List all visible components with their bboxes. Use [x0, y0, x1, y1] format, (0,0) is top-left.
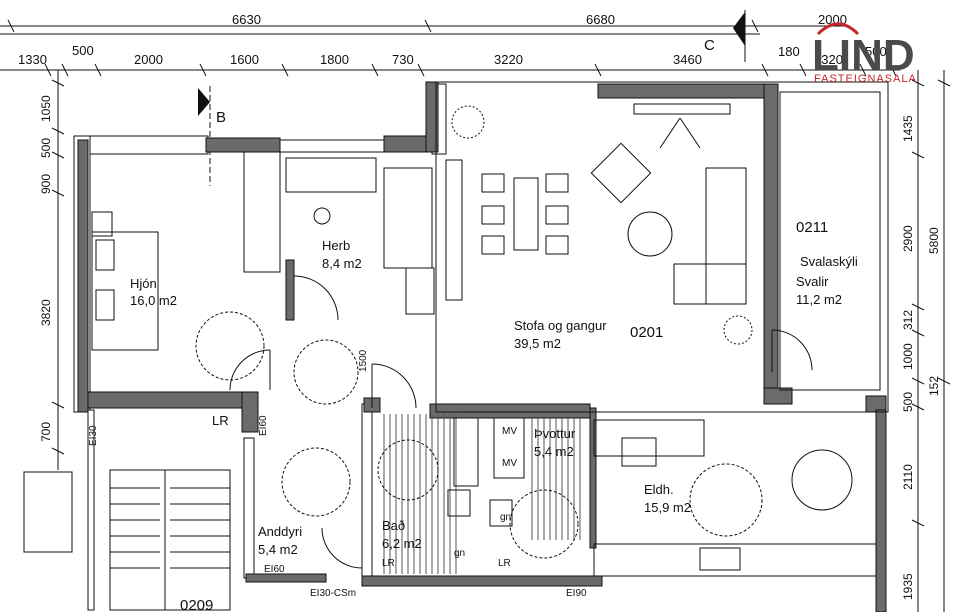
- label-mv-2: MV: [502, 458, 517, 469]
- dim-6630: 6630: [232, 12, 261, 27]
- section-label-c: C: [704, 37, 715, 54]
- round-table: [791, 449, 853, 511]
- dimension-lines-left: [51, 70, 65, 470]
- single-bed: [383, 167, 433, 269]
- dim-3220: 3220: [494, 52, 523, 67]
- room-eldh-area: 15,9 m2: [644, 500, 691, 515]
- room-herb-name: Herb: [322, 238, 350, 253]
- balcony-frame: [435, 81, 889, 413]
- dim-1935: 1935: [901, 573, 915, 600]
- room-anddyri-name: Anddyri: [258, 524, 302, 539]
- room-stofa-number: 0201: [630, 324, 663, 341]
- dim-2900: 2900: [901, 225, 915, 252]
- room-neighbor-number: 0209: [180, 597, 213, 612]
- label-ei30-csm: EI30-CSm: [310, 588, 356, 599]
- dim-1800: 1800: [320, 52, 349, 67]
- dim-180: 180: [778, 44, 800, 59]
- room-bad-area: 6,2 m2: [382, 536, 422, 551]
- room-eldh-name: Eldh.: [644, 482, 674, 497]
- dim-312: 312: [901, 310, 915, 330]
- room-stofa-name: Stofa og gangur: [514, 318, 607, 333]
- label-gn-2: gn: [500, 512, 511, 523]
- sofa: [705, 167, 747, 305]
- label-lr-2: LR: [382, 558, 395, 569]
- dining-table: [513, 177, 539, 251]
- room-svalir-name: Svalaskýli: [800, 254, 858, 269]
- dim-500-left: 500: [39, 138, 53, 158]
- lind-logo: LIND FASTEIGNASALA: [812, 22, 917, 85]
- double-bed: [91, 231, 159, 351]
- label-gn-1: gn: [454, 548, 465, 559]
- dim-1600: 1600: [230, 52, 259, 67]
- dim-152: 152: [927, 376, 941, 396]
- dimension-ticks-top: [7, 19, 897, 77]
- label-lr-1: LR: [212, 413, 229, 428]
- room-anddyri-area: 5,4 m2: [258, 542, 298, 557]
- kitchen-island: [593, 419, 705, 457]
- dim-500b: 500: [865, 44, 887, 59]
- room-thvottur-name: Þvottur: [534, 426, 576, 441]
- dim-2000b: 2000: [134, 52, 163, 67]
- dim-5800: 5800: [927, 227, 941, 254]
- label-lr-3: LR: [498, 558, 511, 569]
- section-label-b: B: [216, 109, 226, 126]
- label-mv-1: MV: [502, 426, 517, 437]
- logo-tagline: FASTEIGNASALA: [814, 73, 917, 85]
- dim-500-right: 500: [901, 392, 915, 412]
- dim-1000: 1000: [901, 343, 915, 370]
- dimension-lines-right: [911, 70, 951, 612]
- dim-1320: 1320: [814, 52, 843, 67]
- label-1500: 1500: [358, 349, 369, 372]
- coffee-table: [627, 211, 673, 257]
- room-bad-name: Bað: [382, 518, 405, 533]
- room-hjon-name: Hjón: [130, 276, 157, 291]
- label-ei60-a: EI60: [258, 415, 269, 436]
- dim-6680: 6680: [586, 12, 615, 27]
- dim-3460: 3460: [673, 52, 702, 67]
- section-marker-b: B: [198, 86, 226, 186]
- walls: [73, 81, 887, 612]
- dim-1330: 1330: [18, 52, 47, 67]
- room-herb-area: 8,4 m2: [322, 256, 362, 271]
- dim-1435: 1435: [901, 115, 915, 142]
- label-ei30: EI30: [88, 425, 99, 446]
- dim-730: 730: [392, 52, 414, 67]
- dim-700: 700: [39, 422, 53, 442]
- logo-wordmark: LIND: [812, 31, 915, 80]
- dim-1050: 1050: [39, 95, 53, 122]
- dimension-lines-top: [0, 25, 900, 71]
- stairwell: [109, 469, 231, 611]
- section-marker-c: C: [704, 10, 746, 62]
- dim-900: 900: [39, 174, 53, 194]
- label-ei90: EI90: [566, 588, 587, 599]
- room-stofa-area: 39,5 m2: [514, 336, 561, 351]
- dim-2110: 2110: [901, 464, 915, 490]
- room-svalir-area: 11,2 m2: [796, 292, 842, 307]
- room-hjon-area: 16,0 m2: [130, 293, 177, 308]
- room-svalir-number: 0211: [796, 219, 828, 236]
- label-ei60-b: EI60: [264, 564, 285, 575]
- door-swings: [195, 275, 813, 569]
- dim-500: 500: [72, 43, 94, 58]
- room-thvottur-area: 5,4 m2: [534, 444, 574, 459]
- furniture: [23, 103, 877, 577]
- dim-3820: 3820: [39, 299, 53, 326]
- room-svalir-sub: Svalir: [796, 274, 829, 289]
